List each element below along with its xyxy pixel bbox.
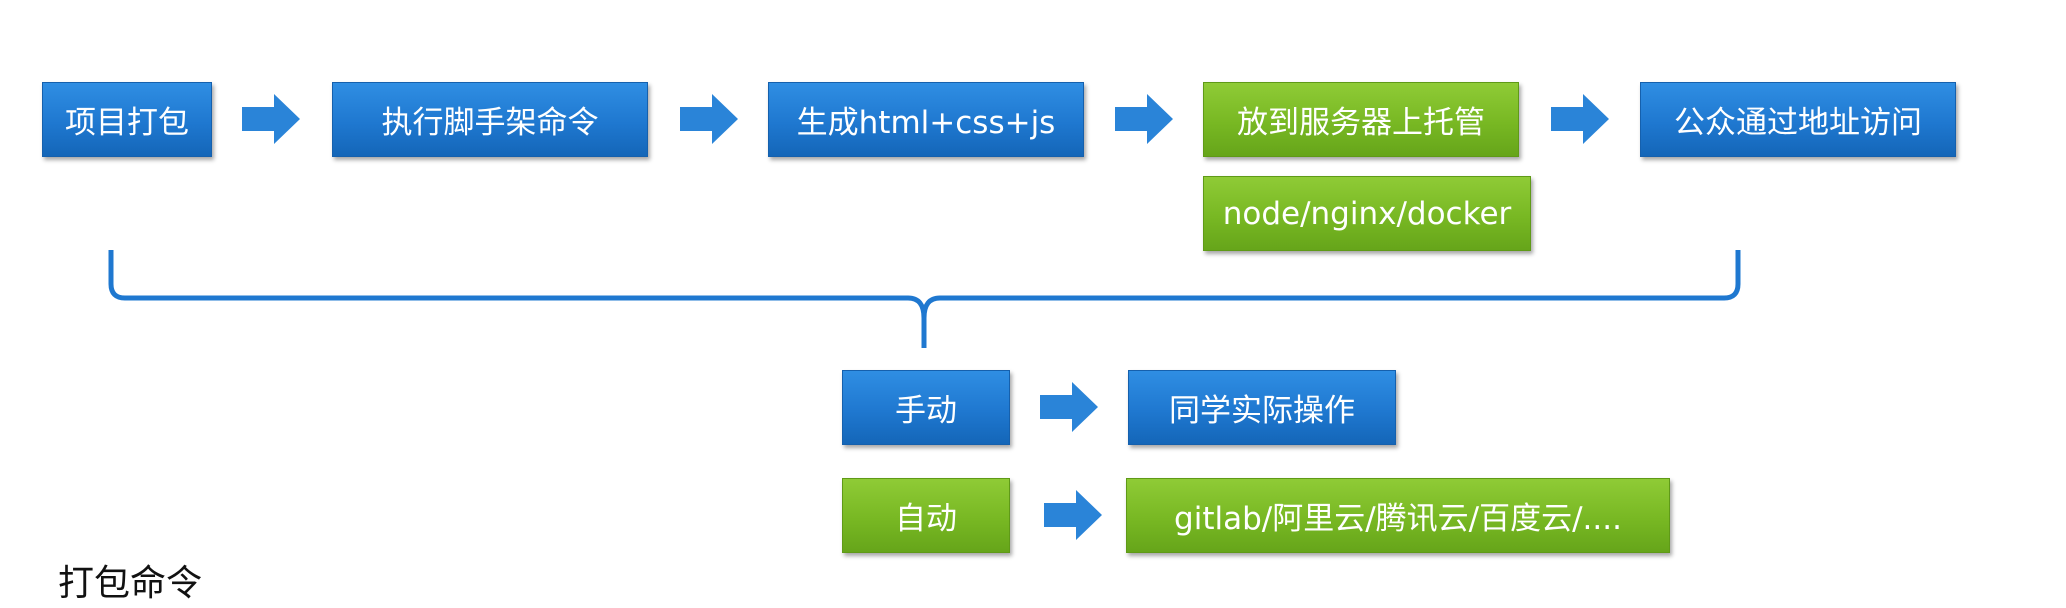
node-manual-action: 同学实际操作 <box>1128 370 1396 445</box>
node-scaffold: 执行脚手架命令 <box>332 82 648 157</box>
node-host-label: 放到服务器上托管 <box>1237 105 1485 141</box>
node-public-label: 公众通过地址访问 <box>1674 105 1922 141</box>
arrow-right-icon <box>1115 94 1173 144</box>
node-auto-label: 自动 <box>895 501 957 537</box>
node-auto-platforms: gitlab/阿里云/腾讯云/百度云/.... <box>1126 478 1670 553</box>
node-auto-platforms-label: gitlab/阿里云/腾讯云/百度云/.... <box>1174 501 1622 537</box>
node-public: 公众通过地址访问 <box>1640 82 1956 157</box>
node-host-options: node/nginx/docker <box>1203 176 1531 251</box>
page-footer-title: 打包命令 <box>58 563 203 604</box>
node-scaffold-label: 执行脚手架命令 <box>381 105 599 141</box>
node-auto: 自动 <box>842 478 1010 553</box>
node-host-options-label: node/nginx/docker <box>1222 195 1512 232</box>
arrow-right-icon <box>242 94 300 144</box>
node-generate: 生成html+css+js <box>768 82 1084 157</box>
arrow-right-icon <box>1044 490 1102 540</box>
node-manual-label: 手动 <box>895 393 957 429</box>
arrow-right-icon <box>680 94 738 144</box>
node-manual-action-label: 同学实际操作 <box>1169 393 1355 429</box>
arrow-right-icon <box>1551 94 1609 144</box>
node-manual: 手动 <box>842 370 1010 445</box>
node-pack: 项目打包 <box>42 82 212 157</box>
node-generate-label: 生成html+css+js <box>796 105 1056 141</box>
node-pack-label: 项目打包 <box>65 105 189 141</box>
node-host: 放到服务器上托管 <box>1203 82 1519 157</box>
arrow-right-icon <box>1040 382 1098 432</box>
curly-brace <box>108 250 1741 348</box>
